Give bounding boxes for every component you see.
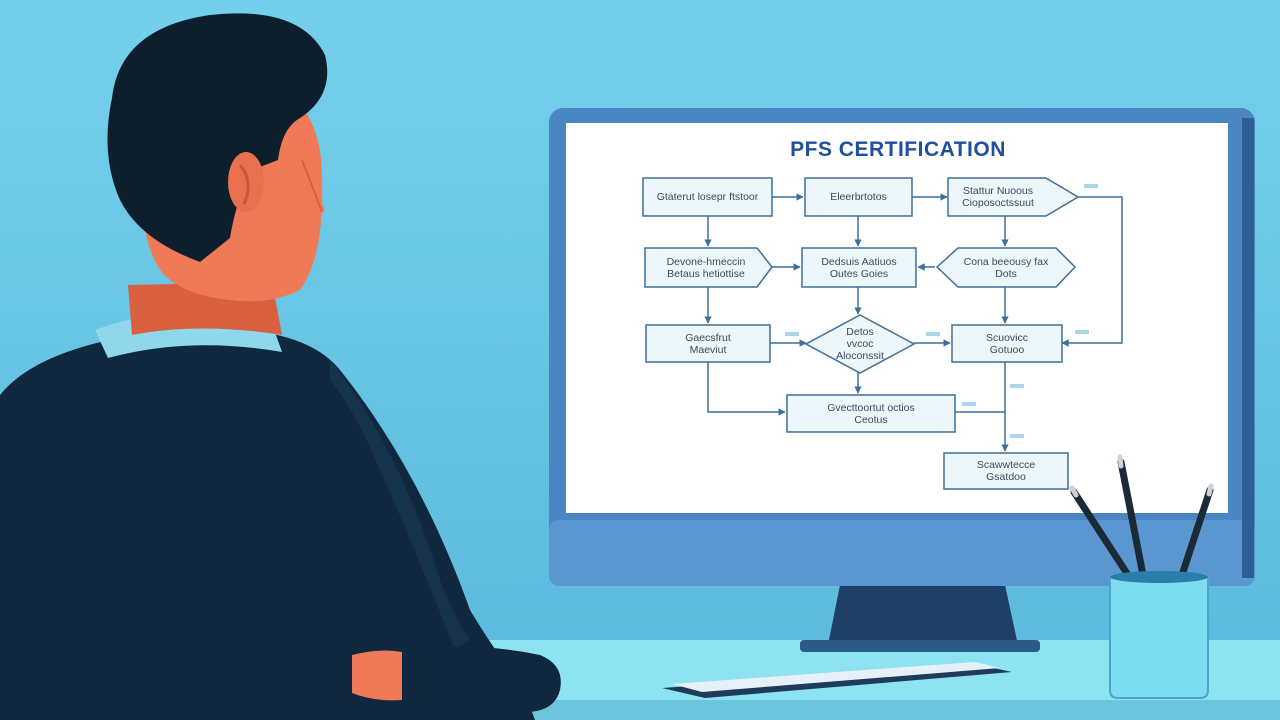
flow-node-shape-8 [804, 314, 916, 374]
flow-node-shape-3 [947, 177, 1080, 217]
flowchart-shapes [642, 177, 1080, 490]
flow-node-shape-2 [804, 177, 913, 217]
pencil-holder [1069, 454, 1214, 699]
flow-node-shape-10 [786, 394, 956, 433]
flow-node-shape-1 [642, 177, 773, 217]
screen-title: PFS CERTIFICATION [790, 138, 1006, 161]
flowchart-connectors [704, 193, 1123, 452]
flow-node-shape-4 [644, 247, 773, 288]
flow-node-shape-5 [801, 247, 917, 288]
keyboard [662, 662, 1012, 698]
flow-node-shape-9 [951, 324, 1063, 363]
flow-node-shape-6 [935, 247, 1077, 288]
flowchart-tick-marks [785, 184, 1098, 438]
person [0, 13, 561, 720]
flow-node-shape-7 [645, 324, 771, 363]
flow-node-shape-11 [943, 452, 1069, 490]
